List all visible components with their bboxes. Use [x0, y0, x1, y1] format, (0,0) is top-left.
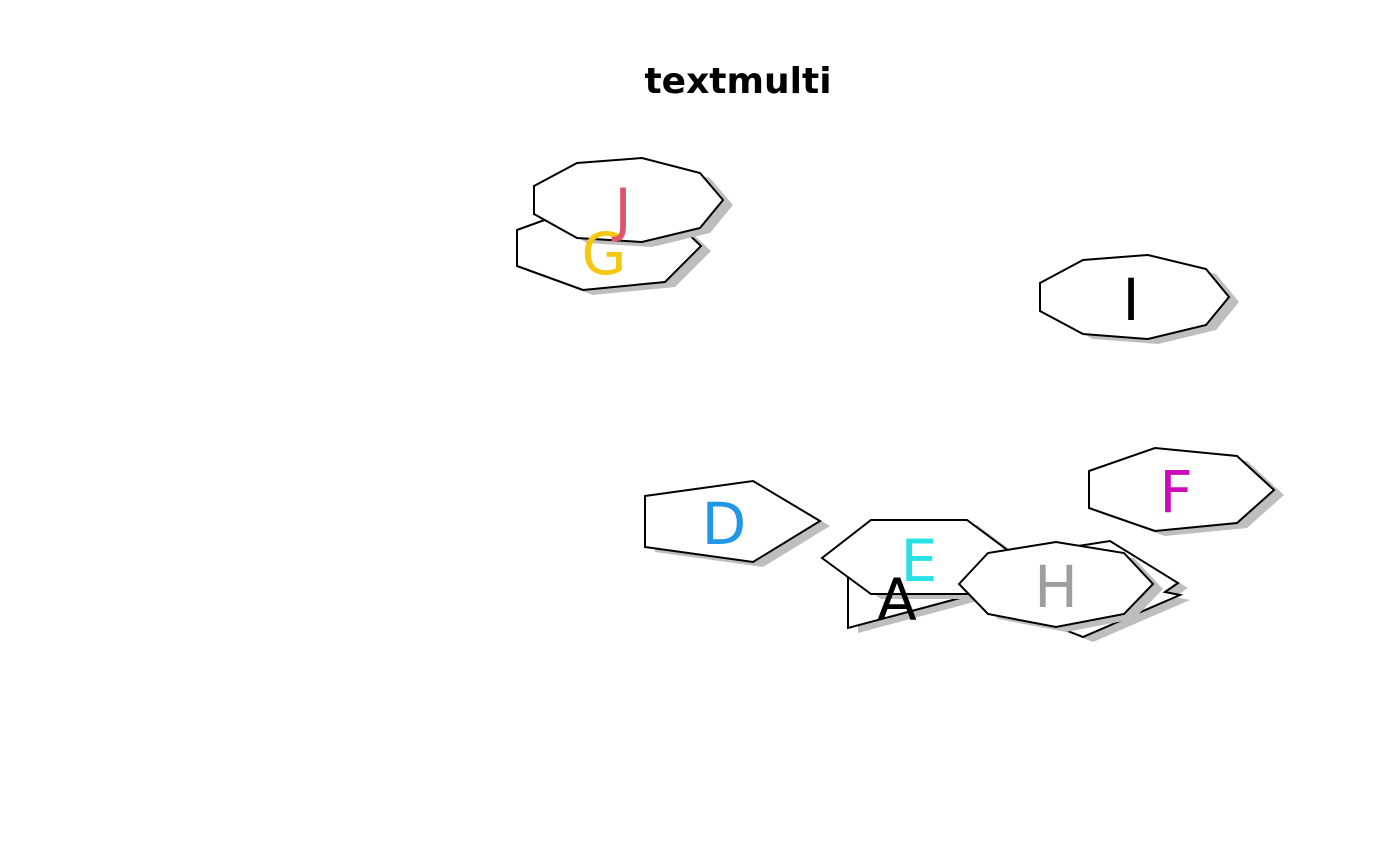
- point-label-i: I: [1122, 266, 1139, 334]
- point-label-j: J: [611, 176, 631, 244]
- point-label-d: D: [702, 490, 747, 558]
- label-box-j: [533, 156, 725, 244]
- chart-labels: GJ I A D E F H: [582, 176, 1193, 634]
- label-box-i: [1039, 253, 1231, 341]
- point-label-e: E: [901, 527, 938, 595]
- label-box-f: [1088, 446, 1276, 533]
- label-box-d: [644, 479, 822, 564]
- point-label-h: H: [1034, 553, 1078, 621]
- chart-marks: [516, 156, 1284, 642]
- point-label-f: F: [1159, 458, 1192, 526]
- point-label-a: A: [877, 566, 917, 634]
- chart-title: textmulti: [644, 61, 831, 102]
- point-label-g: G: [582, 220, 627, 288]
- label-box-h: [957, 540, 1155, 629]
